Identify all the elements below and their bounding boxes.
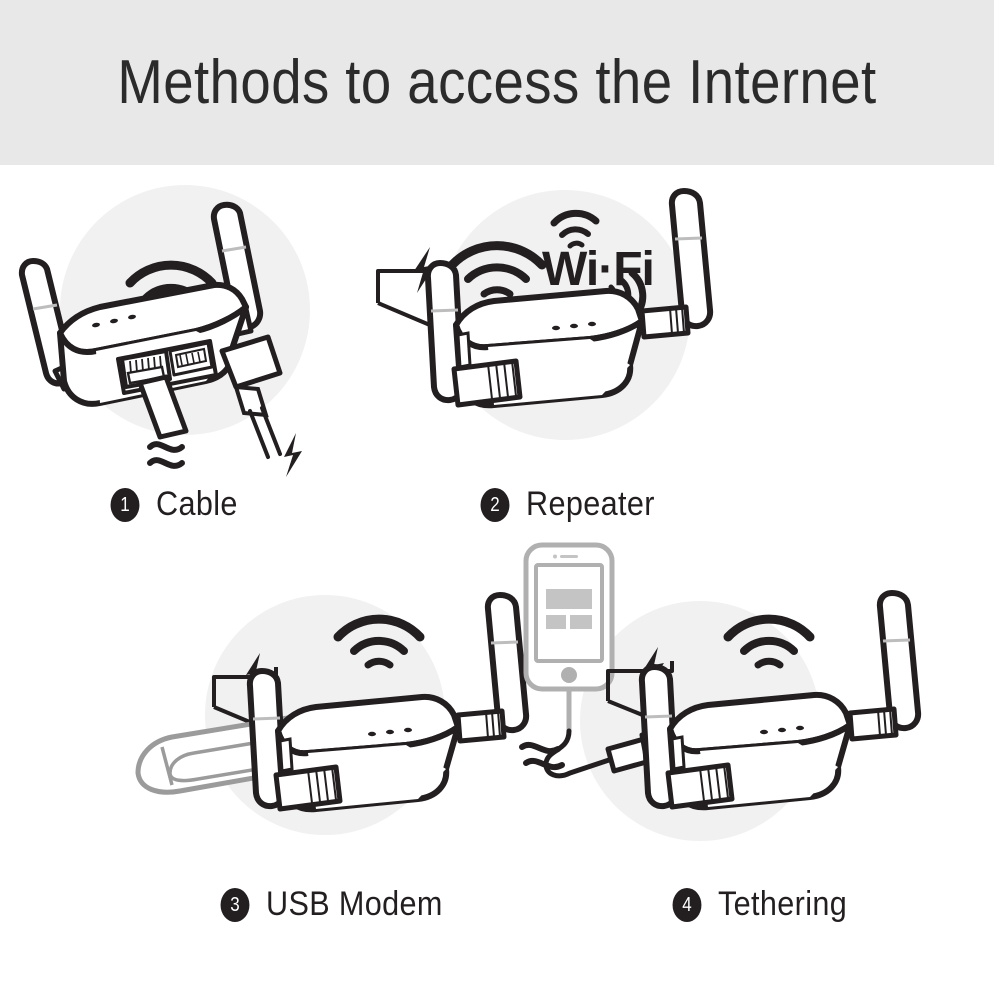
router-antenna-right xyxy=(876,590,922,732)
power-plug-icon xyxy=(219,334,283,459)
caption-cable: 1 Cable xyxy=(0,485,605,524)
caption-label: USB Modem xyxy=(266,885,443,923)
router-led-indicators xyxy=(552,321,596,331)
caption-repeater: 2 Repeater xyxy=(370,485,975,524)
step-number-badge: 2 xyxy=(480,487,510,522)
page-title: Methods to access the Internet xyxy=(117,48,877,117)
router-antenna-left xyxy=(246,668,288,810)
step-number-badge: 3 xyxy=(220,887,250,922)
antenna-connector-right xyxy=(455,708,507,744)
phone-screen-content xyxy=(546,589,592,629)
repeater-illustration: Wi·Fi xyxy=(376,188,714,440)
router-led-indicators xyxy=(760,725,804,735)
antenna-connector-front xyxy=(665,762,735,810)
antenna-connector-front xyxy=(273,764,343,812)
router-led-indicators xyxy=(92,314,136,328)
cable-break-marks xyxy=(519,742,565,770)
phone-earpiece xyxy=(553,554,578,559)
usb-modem-illustration xyxy=(135,592,530,835)
wifi-signal-icon xyxy=(447,241,547,298)
figure-tethering xyxy=(500,535,994,865)
wifi-signal-icon xyxy=(333,614,425,669)
method-cable[interactable]: 1 Cable xyxy=(0,165,497,579)
figure-usb-modem xyxy=(110,555,607,885)
lightning-bolt-icon xyxy=(284,433,302,477)
figure-cable xyxy=(0,165,497,495)
wifi-logo-icon: Wi·Fi xyxy=(542,209,655,319)
method-repeater[interactable]: Wi·Fi xyxy=(370,165,867,579)
smartphone-icon xyxy=(523,542,615,692)
wifi-wordmark-text: Wi·Fi xyxy=(542,243,654,296)
step-number-badge: 1 xyxy=(110,487,140,522)
header-band xyxy=(0,0,994,165)
caption-usb-modem: 3 USB Modem xyxy=(110,885,715,924)
ethernet-cable-icon xyxy=(120,349,189,469)
antenna-connector-front xyxy=(451,358,523,408)
router-antenna-left xyxy=(424,260,466,404)
router-antenna-right xyxy=(668,188,714,330)
caption-tethering: 4 Tethering xyxy=(500,885,994,924)
cable-illustration xyxy=(18,185,310,477)
wifi-signal-icon xyxy=(723,614,815,669)
caption-label: Tethering xyxy=(718,885,848,923)
antenna-connector-right xyxy=(639,304,691,340)
tethering-illustration xyxy=(519,542,922,841)
phone-home-button xyxy=(561,667,577,683)
lightning-bolt-icon xyxy=(414,247,435,293)
router-antenna-right xyxy=(484,592,530,734)
method-tethering[interactable]: 4 Tethering xyxy=(500,535,994,949)
method-usb-modem[interactable]: 3 USB Modem xyxy=(110,555,607,969)
figure-repeater: Wi·Fi xyxy=(370,165,867,495)
methods-grid: 1 Cable xyxy=(0,165,994,994)
router-led-indicators xyxy=(368,727,412,737)
step-number-badge: 4 xyxy=(672,887,702,922)
antenna-connector-right xyxy=(847,706,899,742)
caption-label: Repeater xyxy=(526,485,655,523)
caption-label: Cable xyxy=(156,485,238,523)
